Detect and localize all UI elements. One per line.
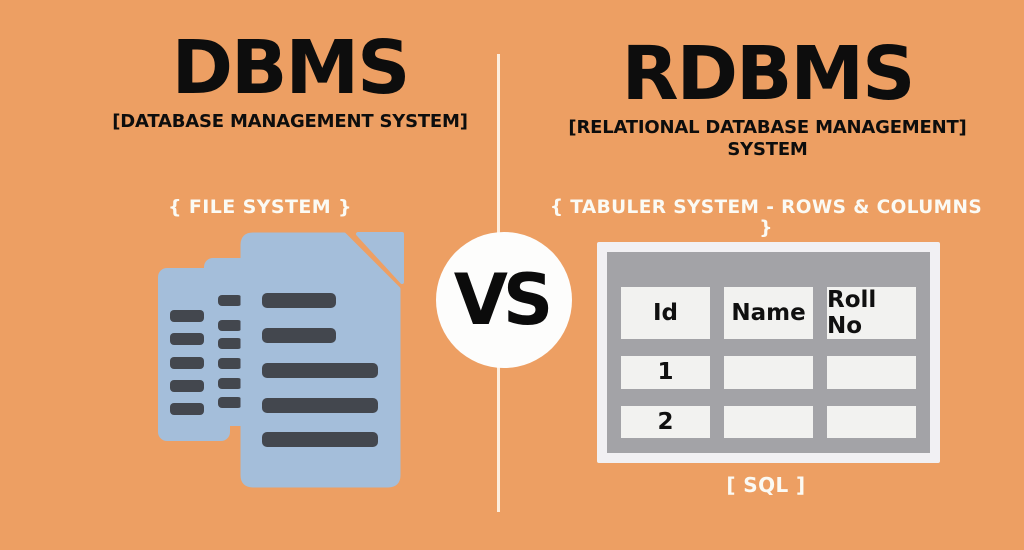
stacked-documents-icon: [150, 227, 406, 493]
dbms-title: DBMS: [171, 25, 411, 111]
table-cell-r1c1: 1: [621, 356, 710, 389]
vs-label: VS: [453, 259, 554, 341]
rdbms-subtitle-line2: SYSTEM: [727, 139, 808, 161]
rdbms-section-header: RDBMS [RELATIONAL DATABASE MANAGEMENT] S…: [545, 31, 990, 162]
table-cell-r1c3: [827, 356, 916, 389]
database-table-icon: Id Name Roll No 1 2: [597, 242, 940, 463]
rdbms-subtitle: [RELATIONAL DATABASE MANAGEMENT] SYSTEM: [545, 117, 990, 162]
rdbms-title: RDBMS: [621, 31, 916, 117]
rdbms-subtitle-line1: [RELATIONAL DATABASE MANAGEMENT]: [568, 116, 967, 138]
file-system-label: { FILE SYSTEM }: [167, 196, 352, 218]
table-panel: Id Name Roll No 1 2: [607, 252, 930, 453]
sql-label: [ SQL ]: [726, 473, 806, 497]
dbms-subtitle: [DATABASE MANAGEMENT SYSTEM]: [112, 110, 468, 132]
table-header-rollno: Roll No: [827, 287, 916, 339]
vs-badge: VS: [436, 232, 572, 368]
table-cell-r2c2: [724, 405, 813, 438]
table-cell-r1c2: [724, 356, 813, 389]
dbms-section-header: DBMS [DATABASE MANAGEMENT SYSTEM]: [30, 25, 550, 133]
table-header-name: Name: [724, 287, 813, 339]
table-cell-r2c1: 2: [621, 405, 710, 438]
tabular-system-label: { TABULER SYSTEM - ROWS & COLUMNS }: [549, 197, 983, 239]
table-header-id: Id: [621, 287, 710, 339]
table-cell-r2c3: [827, 405, 916, 438]
